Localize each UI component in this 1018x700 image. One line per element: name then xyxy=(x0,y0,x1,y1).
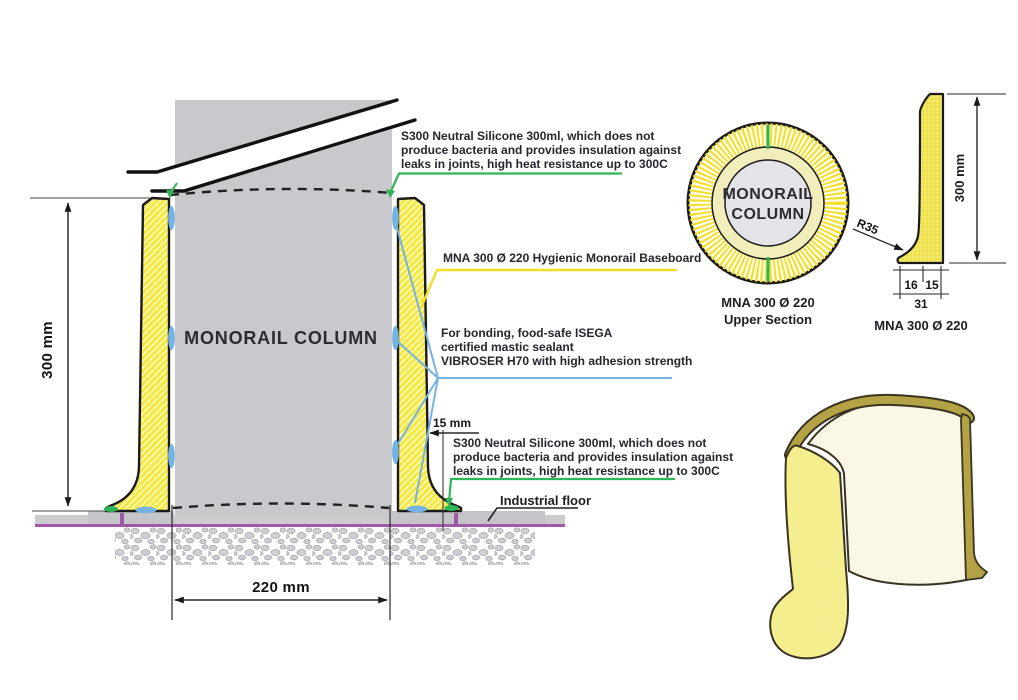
industrial-floor-layers xyxy=(35,511,565,565)
callout-silicone-bottom: S300 Neutral Silicone 300ml, which does … xyxy=(445,436,733,507)
baseboard-left-profile xyxy=(104,196,171,513)
profile-dim-height: 300 mm xyxy=(947,93,1006,264)
floor-base-slab xyxy=(35,515,565,524)
floor-membrane-line xyxy=(35,524,565,527)
main-section-view: MONORAIL COLUMN xyxy=(30,98,565,620)
floor-tile-right xyxy=(390,511,545,524)
profile-dim-16: 16 xyxy=(904,278,918,292)
silicone-bottom-line2: produce bacteria and provides insulation… xyxy=(453,450,733,464)
column-break-band xyxy=(155,102,416,193)
silicone-top-leader xyxy=(389,172,622,192)
silicone-bottom-leader xyxy=(447,477,675,503)
silicone-top-line3: leaks in joints, high heat resistance up… xyxy=(401,157,668,171)
profile-radius-callout: R35 xyxy=(852,216,904,251)
baseboard-left xyxy=(104,182,178,514)
isometric-view xyxy=(769,393,988,660)
industrial-floor-leader xyxy=(487,507,578,522)
mastic-dots-left xyxy=(135,206,175,514)
baseboard-leader xyxy=(419,268,677,309)
mastic-line3: VIBROSER H70 with high adhesion strength xyxy=(441,354,692,368)
silicone-marks-right xyxy=(386,189,459,511)
column-break-lines xyxy=(126,98,417,193)
dim-thickness-label: 15 mm xyxy=(433,416,471,430)
dimension-height-300: 300 mm xyxy=(30,197,150,512)
callout-baseboard: MNA 300 Ø 220 Hygienic Monorail Baseboar… xyxy=(419,251,701,309)
baseboard-callout-label: MNA 300 Ø 220 Hygienic Monorail Baseboar… xyxy=(443,251,701,265)
floor-joint-left xyxy=(120,513,124,524)
column-top-dashed-edge xyxy=(169,187,393,197)
upper-label-line1: MONORAIL xyxy=(722,186,813,203)
profile-dim-31: 31 xyxy=(914,297,928,311)
silicone-top-line1: S300 Neutral Silicone 300ml, which does … xyxy=(401,129,654,143)
floor-tile-left xyxy=(88,511,174,524)
silicone-tick-left xyxy=(170,182,178,193)
profile-dim-15: 15 xyxy=(925,278,939,292)
silicone-bottom-line3: leaks in joints, high heat resistance up… xyxy=(453,464,720,478)
upper-label-line2: COLUMN xyxy=(731,206,804,223)
upper-column-core xyxy=(724,159,812,247)
dim-height-label: 300 mm xyxy=(39,321,56,379)
upper-caption-line1: MNA 300 Ø 220 xyxy=(721,295,814,310)
baseboard-right-profile xyxy=(396,196,463,513)
iso-top-rim xyxy=(786,395,973,459)
mastic-leaders xyxy=(392,223,672,504)
profile-view: 300 mm R35 16 15 31 MNA 300 Ø 220 xyxy=(852,92,1006,333)
iso-front-cut-face xyxy=(769,444,850,660)
profile-dim-height-label: 300 mm xyxy=(952,154,967,202)
profile-radius-label: R35 xyxy=(855,216,881,238)
callout-silicone-top: S300 Neutral Silicone 300ml, which does … xyxy=(389,129,681,192)
mastic-line1: For bonding, food-safe ISEGA xyxy=(441,326,613,340)
profile-caption: MNA 300 Ø 220 xyxy=(874,318,967,333)
iso-right-edge-band xyxy=(960,413,988,581)
floor-joint-right xyxy=(454,513,458,524)
profile-dim-bottom xyxy=(893,266,949,299)
profile-shape xyxy=(896,92,945,265)
silicone-bottom-line1: S300 Neutral Silicone 300ml, which does … xyxy=(453,436,706,450)
callout-industrial-floor: Industrial floor xyxy=(487,493,591,522)
floor-gravel-layer xyxy=(115,527,535,565)
column-label: MONORAIL COLUMN xyxy=(184,328,378,348)
industrial-floor-label: Industrial floor xyxy=(500,493,591,508)
upper-caption-line2: Upper Section xyxy=(724,312,812,327)
silicone-top-line2: produce bacteria and provides insulation… xyxy=(401,143,681,157)
upper-section-view: MONORAIL COLUMN MNA 300 Ø 220 Upper Sect… xyxy=(686,121,850,327)
silicone-bottom-arrowhead xyxy=(445,498,453,507)
dimension-thickness-15: 15 mm xyxy=(429,416,479,531)
callout-mastic: For bonding, food-safe ISEGA certified m… xyxy=(392,223,692,504)
dimension-width-220: 220 mm xyxy=(171,505,391,620)
mastic-line2: certified mastic sealant xyxy=(441,340,574,354)
dim-width-label: 220 mm xyxy=(252,579,310,596)
